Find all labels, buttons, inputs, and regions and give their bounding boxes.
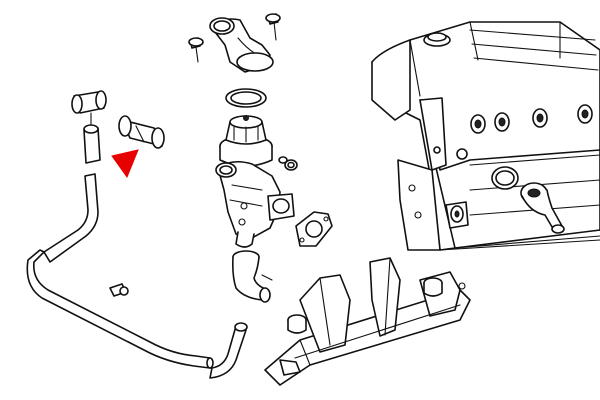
bolt-icon <box>265 13 281 41</box>
head-ports <box>470 104 593 134</box>
thermostat-housing-cover <box>209 17 274 73</box>
sealing-ring <box>491 166 519 190</box>
o-ring-seal <box>225 88 267 108</box>
outlet-fitting <box>520 182 565 234</box>
housing-gasket <box>295 211 333 247</box>
mounting-bolts <box>188 13 281 281</box>
coolant-hose-highlighted <box>118 115 165 149</box>
engine-block <box>371 21 600 251</box>
elbow-hose <box>232 250 271 303</box>
thermostat-housing-lower <box>215 160 295 248</box>
thermostat <box>219 115 273 167</box>
lower-curved-hose <box>209 322 301 379</box>
coolant-pipe-long <box>26 173 214 369</box>
bolt-icon <box>109 283 129 297</box>
bolt-icon <box>188 37 204 63</box>
nut-icon <box>278 156 298 171</box>
coolant-hose-upper-small <box>71 90 107 164</box>
arrow-pointer-icon <box>111 149 139 179</box>
crossmember-bracket <box>264 257 471 386</box>
bolt-icon <box>261 274 273 281</box>
